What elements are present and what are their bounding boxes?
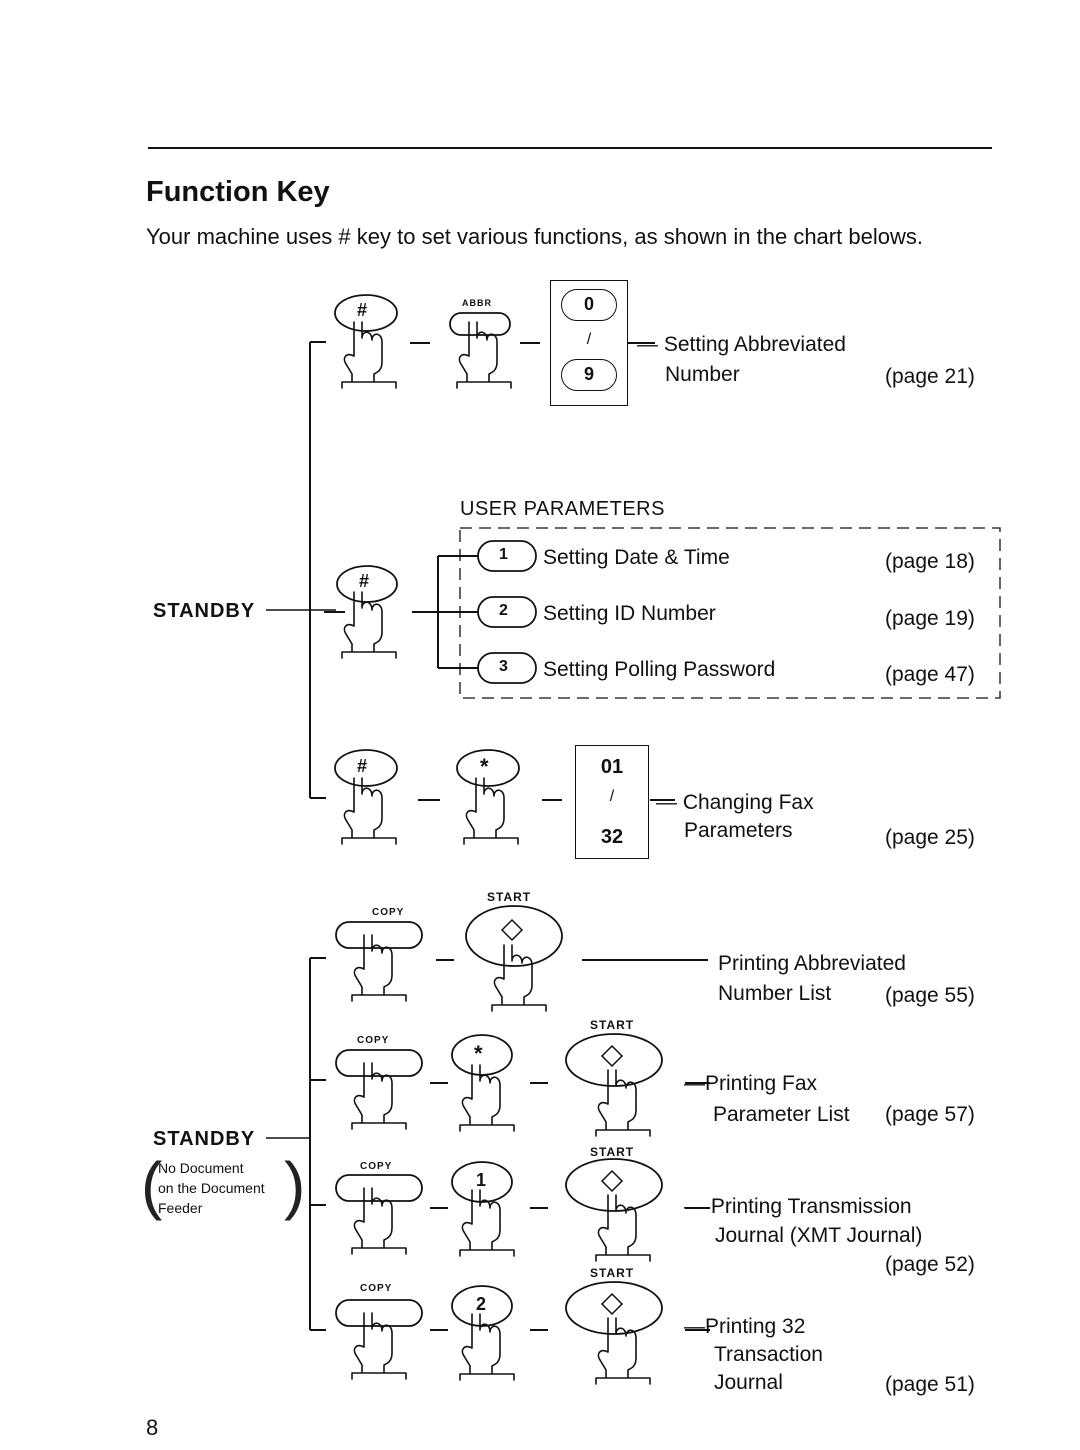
range-from: 0 <box>583 294 594 314</box>
start-key-label: START <box>487 890 532 904</box>
standby-label-1: STANDBY <box>153 600 256 622</box>
fax-range-sep: / <box>609 788 615 805</box>
func-print-fax-page: (page 57) <box>885 1103 975 1126</box>
hash-key-glyph-2: # <box>359 571 370 591</box>
func-print-abbr-page: (page 55) <box>885 984 975 1007</box>
user-parameters-heading: USER PARAMETERS <box>460 498 665 520</box>
user-param-page-3: (page 47) <box>885 663 975 686</box>
hash-key-glyph-3: # <box>357 756 368 776</box>
user-param-key-1: 1 <box>499 546 508 563</box>
hash-key-glyph: # <box>357 300 368 320</box>
user-param-page-2: (page 19) <box>885 607 975 630</box>
copy-key-label-4: COPY <box>360 1283 393 1294</box>
note-open-paren: ( <box>141 1149 163 1221</box>
start-key-label-2: START <box>590 1018 635 1032</box>
abbr-range-box: 0 / 9 <box>550 280 628 406</box>
user-param-label-3: Setting Polling Password <box>543 658 776 681</box>
star-key-glyph-2: * <box>474 1041 483 1066</box>
abbr-key-label: ABBR <box>462 298 492 308</box>
star-key-glyph: * <box>480 754 489 779</box>
hash-key-outline <box>334 294 398 332</box>
func-print-abbr-line1: Printing Abbreviated <box>718 952 906 975</box>
standby-note-line-2: on the Document <box>158 1180 265 1196</box>
range-to: 9 <box>583 364 594 384</box>
user-param-label-2: Setting ID Number <box>543 602 716 625</box>
two-key-glyph: 2 <box>476 1294 487 1314</box>
range-sep: / <box>586 331 592 348</box>
func-fax-line2: Parameters <box>684 819 793 842</box>
fax-range-to: 32 <box>600 826 624 848</box>
note-close-paren: ) <box>284 1149 306 1221</box>
fax-range-from: 01 <box>600 756 624 778</box>
intro-text: Your machine uses # key to set various f… <box>146 224 923 249</box>
func-abbr-line1: — Setting Abbreviated <box>637 333 846 356</box>
func-32-line1: —Printing 32 <box>684 1315 806 1338</box>
func-xmt-page: (page 52) <box>885 1253 975 1276</box>
copy-key-label: COPY <box>372 907 405 918</box>
func-print-fax-line2: Parameter List <box>713 1103 850 1126</box>
func-32-line3: Journal <box>714 1371 783 1394</box>
header-rule <box>148 147 992 149</box>
func-32-line2: Transaction <box>714 1343 823 1366</box>
func-xmt-line2: Journal (XMT Journal) <box>715 1224 923 1247</box>
key-9-outline <box>561 359 617 391</box>
start-key-label-4: START <box>590 1266 635 1280</box>
func-32-page: (page 51) <box>885 1373 975 1396</box>
copy-key-label-3: COPY <box>360 1161 393 1172</box>
one-key-glyph: 1 <box>476 1170 487 1190</box>
page-number: 8 <box>146 1415 159 1440</box>
key-0-outline <box>561 289 617 321</box>
user-param-key-3: 3 <box>499 658 508 675</box>
func-fax-page: (page 25) <box>885 826 975 849</box>
copy-key-label-2: COPY <box>357 1035 390 1046</box>
fax-param-range-box: 01 / 32 <box>575 745 649 859</box>
standby-note: No Document on the Document Feeder <box>158 1158 265 1218</box>
func-abbr-page: (page 21) <box>885 365 975 388</box>
start-key-label-3: START <box>590 1145 635 1159</box>
user-param-page-1: (page 18) <box>885 550 975 573</box>
standby-note-line-1: No Document <box>158 1160 244 1176</box>
user-param-label-1: Setting Date & Time <box>543 546 730 569</box>
page-title: Function Key <box>146 176 330 208</box>
func-xmt-line1: — Printing Transmission <box>684 1195 912 1218</box>
func-print-abbr-line2: Number List <box>718 982 832 1005</box>
func-fax-line1: — Changing Fax <box>656 791 814 814</box>
func-abbr-line2: Number <box>665 363 740 386</box>
user-param-key-2: 2 <box>499 602 508 619</box>
standby-label-2: STANDBY <box>153 1128 256 1150</box>
standby-note-line-3: Feeder <box>158 1200 203 1216</box>
func-print-fax-line1: —Printing Fax <box>684 1072 818 1095</box>
